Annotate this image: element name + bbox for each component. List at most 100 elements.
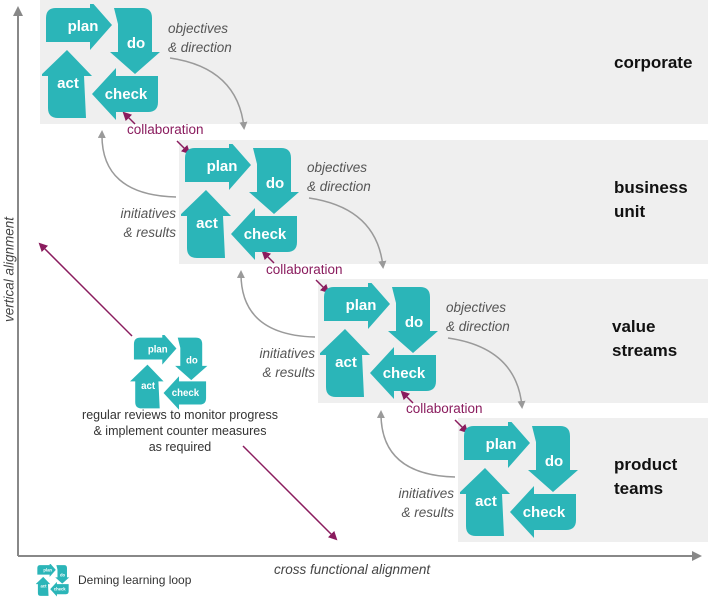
- act-label: act: [40, 583, 47, 588]
- results-line: & results: [262, 365, 315, 380]
- level-label-corporate: corporate: [614, 51, 692, 75]
- level-label-product-teams: product teams: [614, 453, 677, 501]
- check-arrow: [50, 581, 69, 597]
- collaboration-arrow-2b: [315, 279, 330, 294]
- initiatives-arrow-2: [236, 270, 316, 338]
- plan-arrow: [46, 4, 112, 50]
- check-label: check: [105, 86, 148, 103]
- level-label-line: teams: [614, 479, 664, 498]
- act-label: act: [196, 215, 218, 232]
- objectives-label-3: objectives & direction: [446, 298, 510, 336]
- pdca-cycle-legend: plan do check act: [36, 564, 70, 597]
- pdca-cycle-product-teams: plan do check act: [460, 422, 578, 538]
- do-label: do: [127, 35, 145, 52]
- initiatives-line: initiatives: [398, 486, 454, 501]
- vertical-axis-label: vertical alignment: [1, 216, 17, 323]
- objectives-line: objectives: [168, 21, 229, 36]
- level-label-line: product: [614, 455, 678, 474]
- initiatives-label-2: initiatives & results: [243, 344, 315, 382]
- check-label: check: [54, 587, 67, 592]
- results-line: & results: [123, 225, 176, 240]
- level-label-line: streams: [612, 341, 678, 360]
- plan-arrow: [464, 422, 530, 468]
- collaboration-arrow-3a: [400, 390, 414, 404]
- act-arrow: [320, 329, 370, 397]
- legend-label: Deming learning loop: [78, 573, 192, 587]
- do-arrow: [175, 337, 208, 381]
- pdca-cycle-review: plan do check act: [130, 335, 208, 410]
- plan-arrow: [324, 283, 390, 329]
- check-label: check: [172, 388, 200, 399]
- direction-line: & direction: [446, 319, 510, 334]
- pdca-cycle-value-streams: plan do check act: [320, 283, 438, 399]
- do-arrow: [528, 426, 578, 492]
- collaboration-arrow-3b: [454, 419, 469, 434]
- plan-arrow: [37, 564, 56, 577]
- plan-label: plan: [486, 436, 517, 453]
- plan-label: plan: [43, 568, 52, 573]
- review-caption: regular reviews to monitor progress & im…: [72, 407, 288, 455]
- act-label: act: [57, 75, 79, 92]
- review-arrow-down: [242, 445, 338, 541]
- collaboration-label-3: collaboration: [406, 401, 483, 416]
- level-label-value-streams: value streams: [612, 315, 677, 363]
- objectives-label-1: objectives & direction: [168, 19, 232, 57]
- act-label: act: [141, 381, 156, 392]
- review-arrow-up: [38, 242, 133, 337]
- plan-arrow: [185, 144, 251, 190]
- plan-label: plan: [346, 297, 377, 314]
- review-line: as required: [148, 440, 212, 454]
- check-arrow: [510, 486, 576, 538]
- direction-line: & direction: [307, 179, 371, 194]
- review-line: & implement counter measures: [93, 424, 267, 438]
- do-label: do: [266, 175, 284, 192]
- collaboration-arrow-1b: [176, 140, 191, 155]
- check-label: check: [244, 226, 287, 243]
- check-arrow: [370, 347, 436, 399]
- initiatives-line: initiatives: [259, 346, 315, 361]
- do-arrow: [110, 8, 160, 74]
- act-arrow: [130, 364, 164, 409]
- do-arrow: [55, 565, 70, 584]
- objectives-arrow-3: [447, 337, 526, 409]
- results-line: & results: [401, 505, 454, 520]
- initiatives-arrow-3: [376, 410, 456, 478]
- pdca-cycle-business-unit: plan do check act: [181, 144, 299, 260]
- act-arrow: [42, 50, 92, 118]
- level-label-line: unit: [614, 202, 646, 221]
- initiatives-label-3: initiatives & results: [382, 484, 454, 522]
- do-arrow: [388, 287, 438, 353]
- do-label: do: [545, 453, 563, 470]
- objectives-line: objectives: [446, 300, 507, 315]
- level-label-line: business: [614, 178, 688, 197]
- direction-line: & direction: [168, 40, 232, 55]
- collaboration-label-2: collaboration: [266, 262, 343, 277]
- collaboration-arrow-1a: [122, 111, 136, 125]
- initiatives-label-1: initiatives & results: [104, 204, 176, 242]
- check-label: check: [383, 365, 426, 382]
- level-label-business-unit: business unit: [614, 176, 688, 224]
- level-label-line: corporate: [614, 53, 693, 72]
- check-arrow: [163, 376, 207, 410]
- review-line: regular reviews to monitor progress: [82, 408, 278, 422]
- do-label: do: [60, 572, 66, 577]
- act-arrow: [460, 468, 510, 536]
- horizontal-axis-label: cross functional alignment: [274, 562, 431, 577]
- initiatives-line: initiatives: [120, 206, 176, 221]
- act-arrow: [36, 576, 51, 596]
- act-label: act: [335, 354, 357, 371]
- initiatives-arrow-1: [97, 130, 177, 198]
- objectives-label-2: objectives & direction: [307, 158, 371, 196]
- check-label: check: [523, 504, 566, 521]
- act-label: act: [475, 493, 497, 510]
- collaboration-label-1: collaboration: [127, 122, 204, 137]
- pdca-cycle-corporate: plan do check act: [42, 4, 160, 120]
- do-label: do: [405, 314, 423, 331]
- check-arrow: [231, 208, 297, 260]
- plan-arrow: [133, 335, 177, 365]
- objectives-arrow-2: [308, 197, 387, 269]
- plan-label: plan: [148, 344, 168, 355]
- do-arrow: [249, 148, 299, 214]
- do-label: do: [186, 355, 198, 366]
